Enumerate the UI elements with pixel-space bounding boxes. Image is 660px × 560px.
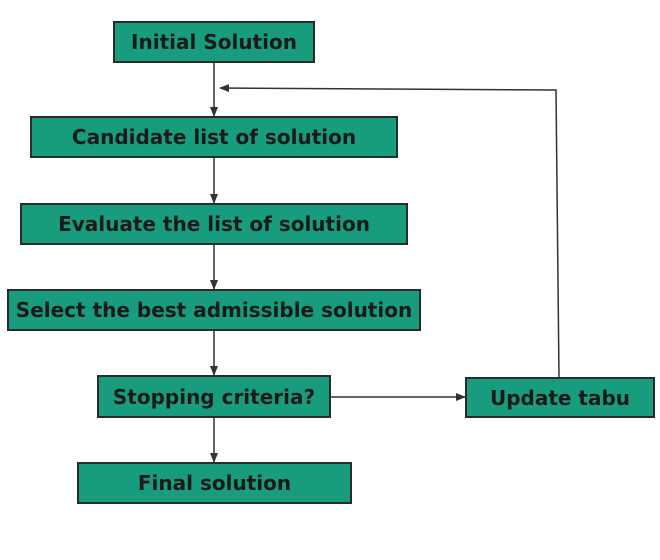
candidate-list-box: Candidate list of solution bbox=[30, 116, 398, 158]
select-best-box: Select the best admissible solution bbox=[7, 289, 421, 331]
evaluate-list-box: Evaluate the list of solution bbox=[20, 203, 408, 245]
evaluate-list-label: Evaluate the list of solution bbox=[58, 212, 370, 236]
stopping-criteria-label: Stopping criteria? bbox=[112, 384, 316, 409]
final-solution-label: Final solution bbox=[137, 471, 292, 495]
select-best-label: Select the best admissible solution bbox=[15, 298, 413, 322]
update-tabu-box: Update tabu bbox=[465, 377, 655, 418]
candidate-list-label: Candidate list of solution bbox=[71, 125, 357, 149]
initial-solution-box: Initial Solution bbox=[113, 21, 315, 63]
final-solution-box: Final solution bbox=[77, 462, 352, 504]
initial-solution-label: Initial Solution bbox=[131, 30, 297, 54]
update-tabu-label: Update tabu bbox=[489, 385, 631, 410]
stopping-criteria-box: Stopping criteria? bbox=[97, 375, 331, 418]
arrow-update-to-candidate-loop bbox=[219, 84, 560, 378]
